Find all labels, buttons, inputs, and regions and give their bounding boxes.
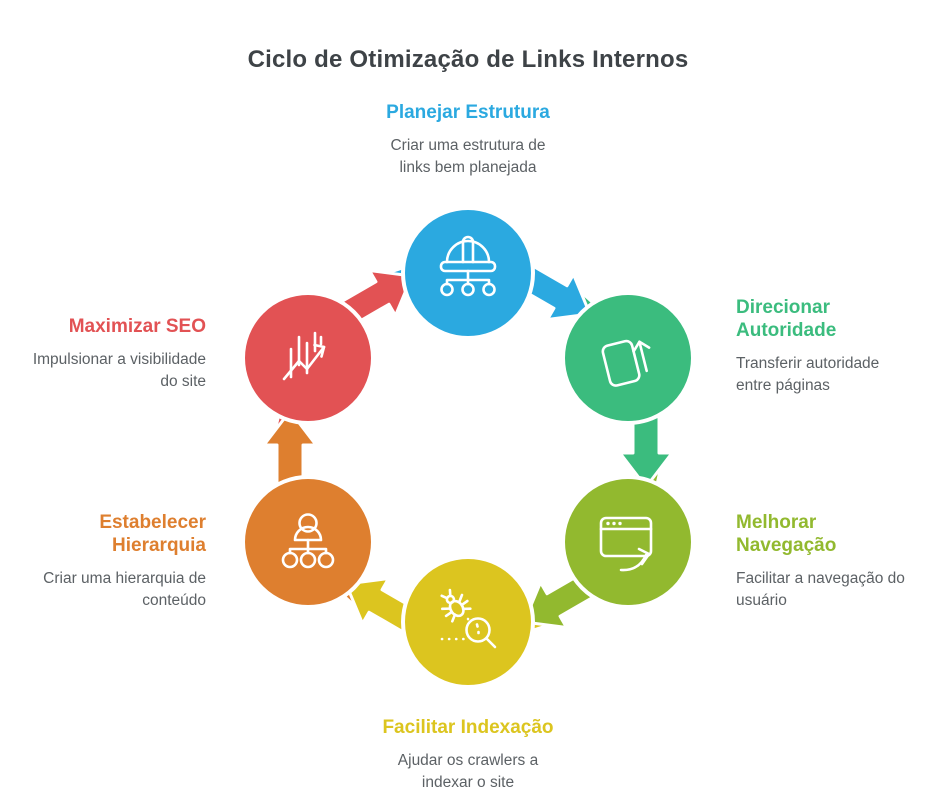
step-estabelecer-label: Estabelecer Hierarquia: [99, 512, 206, 557]
bug-magnifier-icon: [440, 588, 497, 649]
step-direcionar-text: Direcionar Autoridade Transferir autorid…: [736, 296, 934, 397]
step-estabelecer-text: Estabelecer Hierarquia Criar uma hierarq…: [0, 511, 206, 612]
step-direcionar-label: Direcionar Autoridade: [736, 297, 837, 342]
step-direcionar-description: Transferir autoridade entre páginas: [736, 355, 880, 395]
browser-forward-arrow-icon: [599, 516, 653, 572]
node-direcionar-circle: [561, 291, 695, 425]
step-maximizar-text: Maximizar SEO Impulsionar a visibilidade…: [0, 315, 206, 393]
step-estabelecer-description: Criar uma hierarquia de conteúdo: [43, 570, 206, 610]
node-facilitar-circle: [401, 555, 535, 689]
step-melhorar-text: Melhorar Navegação Facilitar a navegação…: [736, 511, 934, 612]
step-maximizar-label: Maximizar SEO: [68, 316, 206, 337]
step-melhorar-label: Melhorar Navegação: [736, 512, 837, 557]
step-planejar-label: Planejar Estrutura: [386, 102, 550, 123]
hard-hat-structure-icon: [439, 235, 497, 297]
cycle-nodes: [241, 206, 695, 689]
step-facilitar-text: Facilitar Indexação Ajudar os crawlers a…: [0, 716, 936, 794]
step-planejar-description: Criar uma estrutura de links bem planeja…: [390, 137, 546, 177]
page-arrow-up-icon: [601, 339, 651, 387]
step-planejar-text: Planejar Estrutura Criar uma estrutura d…: [0, 101, 936, 179]
step-maximizar-description: Impulsionar a visibilidade do site: [32, 351, 206, 391]
person-hierarchy-icon: [281, 513, 335, 569]
page-title: Ciclo de Otimização de Links Internos: [247, 46, 689, 73]
step-facilitar-description: Ajudar os crawlers a indexar o site: [397, 752, 539, 792]
growth-chart-arrow-icon: [282, 331, 326, 381]
step-facilitar-label: Facilitar Indexação: [382, 717, 554, 738]
node-melhorar-circle: [561, 475, 695, 609]
step-melhorar-description: Facilitar a navegação do usuário: [736, 570, 905, 610]
